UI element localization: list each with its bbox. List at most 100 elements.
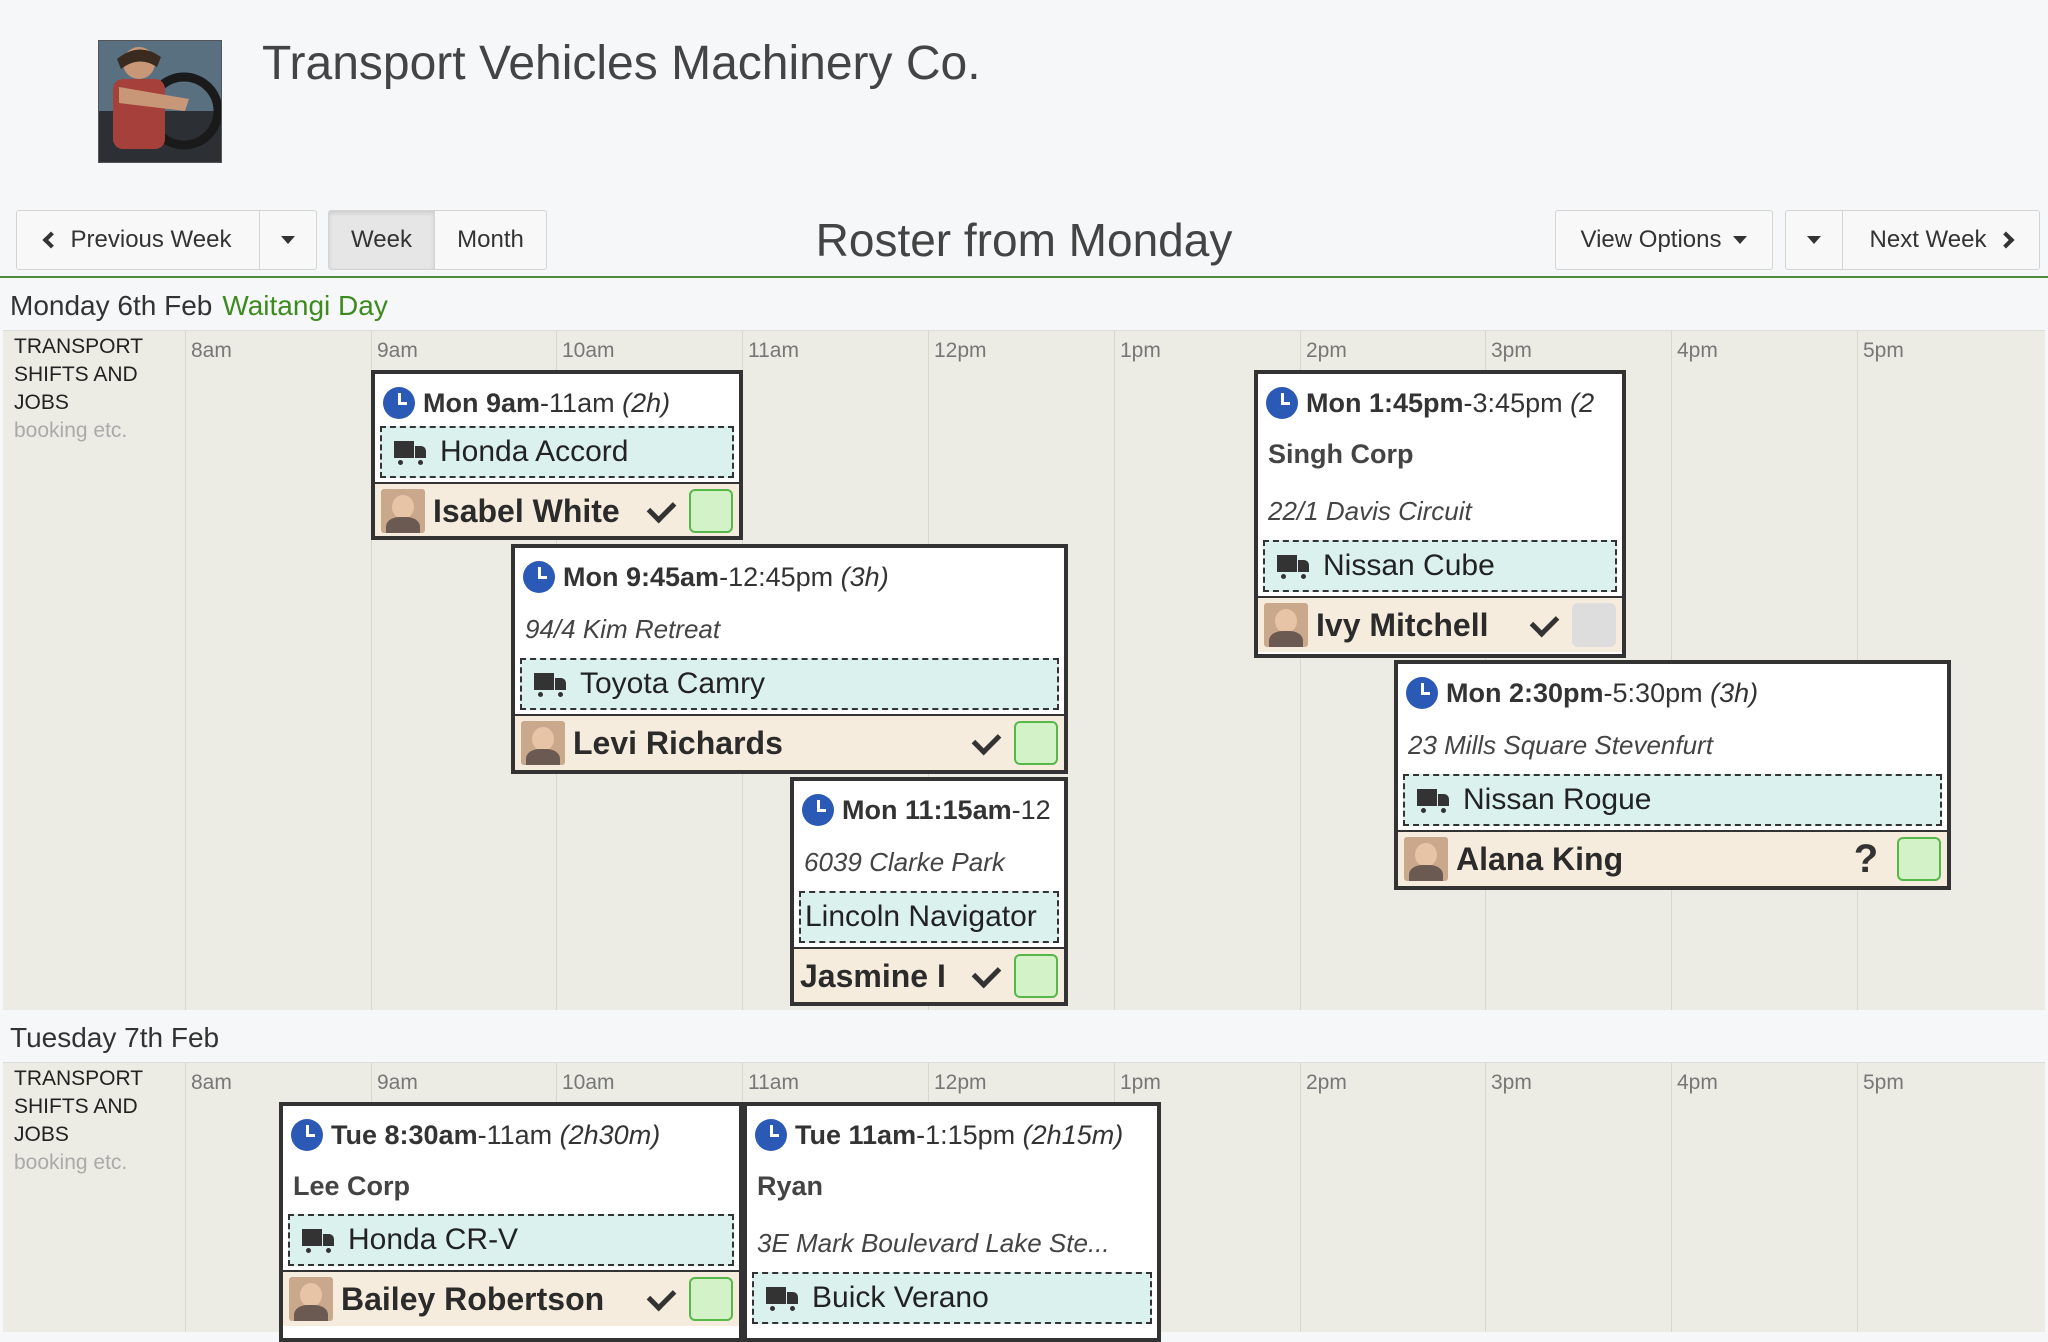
shift-card[interactable]: Mon 11:15am-12 6039 Clarke Park Lincoln … — [790, 777, 1068, 1006]
clock-icon — [802, 794, 834, 826]
vehicle-chip[interactable]: Buick Verano — [752, 1272, 1152, 1324]
person-name: Alana King — [1456, 840, 1624, 877]
clock-icon — [383, 387, 415, 419]
vehicle-chip[interactable]: Honda CR-V — [288, 1214, 734, 1266]
person-name: Bailey Robertson — [341, 1280, 605, 1317]
truck-icon — [394, 441, 426, 467]
assigned-person[interactable]: Ivy Mitchell — [1258, 596, 1622, 652]
avatar — [1264, 603, 1308, 647]
company-logo — [98, 40, 222, 163]
time-tick: 9am — [377, 339, 418, 362]
previous-week-button[interactable]: Previous Week — [16, 210, 260, 270]
time-tick: 12pm — [934, 1071, 987, 1094]
truck-icon — [1277, 555, 1309, 581]
shift-card[interactable]: Mon 1:45pm-3:45pm (2 Singh Corp 22/1 Dav… — [1254, 370, 1626, 658]
day-date: Monday 6th Feb — [10, 290, 213, 321]
month-view-label: Month — [457, 226, 524, 253]
roster-toolbar — [0, 208, 2048, 278]
shift-time: Mon 11:15am-12 — [794, 781, 1064, 833]
day-heading-tuesday: Tuesday 7th Feb — [10, 1022, 219, 1054]
person-name: Levi Richards — [573, 724, 783, 761]
shift-time: Mon 1:45pm-3:45pm (2 — [1258, 374, 1622, 426]
check-icon — [1526, 610, 1556, 640]
vehicle-chip[interactable]: Nissan Rogue — [1403, 774, 1942, 826]
time-tick: 8am — [191, 1071, 232, 1094]
assigned-person[interactable]: Bailey Robertson — [283, 1270, 739, 1326]
week-view-button[interactable]: Week — [328, 210, 435, 270]
person-name: Jasmine I — [800, 957, 946, 994]
status-checkbox[interactable] — [1014, 721, 1058, 765]
vehicle-name: Nissan Rogue — [1463, 783, 1652, 816]
vehicle-chip[interactable]: Toyota Camry — [520, 658, 1059, 710]
status-checkbox[interactable] — [1014, 954, 1058, 998]
shift-address: 3E Mark Boulevard Lake Ste... — [757, 1227, 1110, 1258]
time-tick: 11am — [748, 1071, 799, 1094]
vehicle-name: Honda CR-V — [348, 1223, 519, 1256]
avatar — [289, 1277, 333, 1321]
vehicle-chip[interactable]: Lincoln Navigator — [799, 891, 1059, 943]
caret-down-icon — [1807, 236, 1821, 244]
time-tick: 3pm — [1491, 1071, 1532, 1094]
shift-card[interactable]: Tue 8:30am-11am (2h30m) Lee Corp Honda C… — [279, 1102, 743, 1342]
shift-time: Mon 9:45am-12:45pm (3h) — [515, 548, 1064, 600]
shift-time: Tue 8:30am-11am (2h30m) — [283, 1106, 739, 1158]
vehicle-chip[interactable]: Honda Accord — [380, 426, 734, 478]
time-tick: 10am — [562, 1071, 615, 1094]
time-tick: 3pm — [1491, 339, 1532, 362]
status-checkbox[interactable] — [689, 1277, 733, 1321]
shift-card[interactable]: Mon 9:45am-12:45pm (3h) 94/4 Kim Retreat… — [511, 544, 1068, 774]
vehicle-chip[interactable]: Nissan Cube — [1263, 540, 1617, 592]
clock-icon — [523, 561, 555, 593]
clock-icon — [291, 1119, 323, 1151]
vehicle-name: Honda Accord — [440, 435, 629, 468]
person-name: Isabel White — [433, 492, 620, 529]
check-icon — [643, 496, 673, 526]
clock-icon — [755, 1119, 787, 1151]
shift-card[interactable]: Mon 2:30pm-5:30pm (3h) 23 Mills Square S… — [1394, 660, 1951, 890]
status-checkbox[interactable] — [1897, 837, 1941, 881]
truck-icon — [1417, 789, 1449, 815]
avatar — [521, 721, 565, 765]
shift-address: 22/1 Davis Circuit — [1268, 495, 1472, 526]
check-icon — [968, 728, 998, 758]
time-tick: 10am — [562, 339, 615, 362]
person-name: Ivy Mitchell — [1316, 606, 1489, 643]
assigned-person[interactable]: Alana King ? — [1398, 830, 1947, 886]
status-checkbox[interactable] — [689, 489, 733, 533]
time-tick: 2pm — [1306, 339, 1347, 362]
status-checkbox[interactable] — [1572, 603, 1616, 647]
assigned-person[interactable]: Levi Richards — [515, 714, 1064, 770]
day-date: Tuesday 7th Feb — [10, 1022, 220, 1053]
vehicle-name: Nissan Cube — [1323, 549, 1495, 582]
shift-address: 23 Mills Square Stevenfurt — [1408, 729, 1713, 760]
shift-client: Ryan — [757, 1170, 824, 1201]
month-view-button[interactable]: Month — [434, 210, 547, 270]
time-tick: 11am — [748, 339, 799, 362]
vehicle-name: Buick Verano — [812, 1281, 989, 1314]
caret-down-icon — [281, 236, 295, 244]
vehicle-name: Lincoln Navigator — [805, 900, 1037, 933]
previous-week-label: Previous Week — [70, 226, 232, 253]
shift-card[interactable]: Mon 9am-11am (2h) Honda Accord Isabel Wh… — [371, 370, 743, 540]
holiday-label: Waitangi Day — [222, 290, 388, 321]
previous-week-dropdown-button[interactable] — [259, 210, 317, 270]
chevron-left-icon — [42, 231, 60, 249]
view-options-label: View Options — [1580, 226, 1722, 253]
shift-card[interactable]: Tue 11am-1:15pm (2h15m) Ryan 3E Mark Bou… — [743, 1102, 1161, 1342]
status-unconfirmed-mark: ? — [1853, 836, 1879, 881]
clock-icon — [1406, 677, 1438, 709]
view-options-button[interactable]: View Options — [1555, 210, 1773, 270]
check-icon — [968, 961, 998, 991]
time-tick: 4pm — [1677, 339, 1718, 362]
shift-address: 94/4 Kim Retreat — [525, 613, 721, 644]
assigned-person[interactable]: Jasmine I — [794, 947, 1064, 1002]
next-week-button[interactable]: Next Week — [1842, 210, 2040, 270]
assigned-person[interactable]: Isabel White — [375, 482, 739, 536]
time-tick: 5pm — [1863, 339, 1904, 362]
week-view-label: Week — [351, 226, 412, 253]
next-week-dropdown-button[interactable] — [1785, 210, 1843, 270]
chevron-right-icon — [1997, 231, 2015, 249]
shift-time: Mon 2:30pm-5:30pm (3h) — [1398, 664, 1947, 716]
